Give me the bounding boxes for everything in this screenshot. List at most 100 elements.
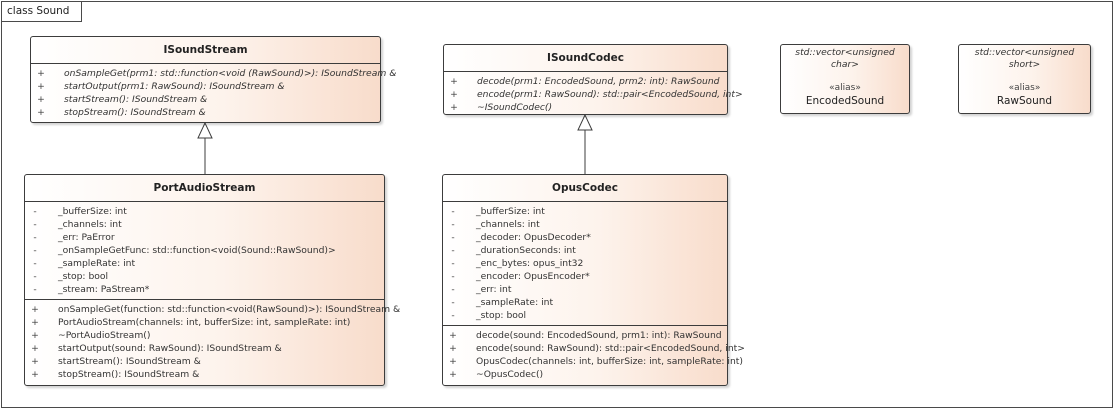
visibility-marker: - <box>451 232 455 243</box>
visibility-marker: + <box>31 317 39 328</box>
member-row: +decode(prm1: EncodedSound, prm2: int): … <box>444 75 727 88</box>
class-rawsound[interactable]: std::vector<unsigned short> «alias» RawS… <box>958 44 1091 114</box>
member-row: - _enc_bytes: opus_int32 <box>443 257 727 270</box>
member-signature: decode(sound: EncodedSound, prm1: int): … <box>476 330 722 341</box>
member-signature: startStream(): ISoundStream & <box>64 94 208 105</box>
attributes-section: -_bufferSize: int-_channels: int-_decode… <box>443 202 727 325</box>
member-row: +startStream(): ISoundStream & <box>25 355 384 368</box>
member-signature: _encoder: OpusEncoder* <box>476 271 590 282</box>
methods-section: + decode(sound: EncodedSound, prm1: int):… <box>443 325 745 384</box>
member-signature: PortAudioStream(channels: int, bufferSiz… <box>58 317 351 328</box>
member-row: +decode(sound: EncodedSound, prm1: int):… <box>443 329 727 342</box>
member-row: +~ISoundCodec() <box>444 101 727 114</box>
member-signature: _stop: bool <box>58 271 109 282</box>
visibility-marker: - <box>33 271 37 282</box>
member-signature: stopStream(): ISoundStream & <box>64 107 206 118</box>
visibility-marker: + <box>31 330 39 341</box>
visibility-marker: - <box>33 219 37 230</box>
member-signature: stopStream(): ISoundStream & <box>58 369 200 380</box>
member-row: + onSampleGet(prm1: std::function<void (R… <box>31 67 396 80</box>
alias-stereotype: «alias» <box>829 83 861 93</box>
member-signature: startOutput(prm1: RawSound): ISoundStrea… <box>64 81 285 92</box>
visibility-marker: + <box>450 89 458 100</box>
visibility-marker: + <box>450 76 458 87</box>
visibility-marker: + <box>449 369 457 380</box>
member-signature: OpusCodec(channels: int, bufferSize: int… <box>476 356 743 367</box>
visibility-marker: - <box>451 219 455 230</box>
generalization-arrowhead-portaudiostream <box>197 121 213 139</box>
member-signature: onSampleGet(function: std::function<void… <box>58 304 401 315</box>
member-signature: _stop: bool <box>476 310 527 321</box>
member-signature: ~OpusCodec() <box>476 369 544 380</box>
member-row: - _sampleRate: int <box>25 257 384 270</box>
member-signature: _sampleRate: int <box>58 258 136 269</box>
member-row: + ~PortAudioStream() <box>25 329 384 342</box>
visibility-marker: + <box>31 343 39 354</box>
member-row: +startOutput(sound: RawSound): ISoundStr… <box>25 342 384 355</box>
visibility-marker: + <box>449 343 457 354</box>
visibility-marker: - <box>451 245 455 256</box>
visibility-marker: - <box>451 258 455 269</box>
class-name: ISoundStream <box>31 37 380 64</box>
member-row: -_err: PaError <box>25 231 384 244</box>
member-signature: ~PortAudioStream() <box>58 330 151 341</box>
alias-stereotype: «alias» <box>1008 83 1041 93</box>
visibility-marker: - <box>451 271 455 282</box>
class-encodedsound[interactable]: std::vector<unsigned char> «alias» Encod… <box>780 44 910 114</box>
class-isoundcodec[interactable]: ISoundCodec +decode(prm1: EncodedSound, … <box>443 44 743 115</box>
member-row: - _durationSeconds: int <box>443 244 727 257</box>
member-signature: startStream(): ISoundStream & <box>58 356 201 367</box>
member-signature: _enc_bytes: opus_int32 <box>476 258 584 269</box>
visibility-marker: - <box>451 297 455 308</box>
member-signature: _stream: PaStream* <box>58 284 150 295</box>
member-row: - _encoder: OpusEncoder* <box>443 270 727 283</box>
member-row: + onSampleGet(function: std::function<voi… <box>25 303 400 316</box>
member-signature: _channels: int <box>58 219 122 230</box>
member-row: +OpusCodec(channels: int, bufferSize: in… <box>443 355 743 368</box>
alias-template: std::vector<unsigned char> <box>795 47 895 70</box>
member-row: + stopStream(): ISoundStream & <box>25 368 384 381</box>
visibility-marker: - <box>451 284 455 295</box>
visibility-marker: + <box>37 68 45 79</box>
member-signature: encode(sound: RawSound): std::pair<Encod… <box>476 343 745 354</box>
member-row: -_channels: int <box>443 218 727 231</box>
member-signature: _sampleRate: int <box>476 297 554 308</box>
member-row: -_decoder: OpusDecoder* <box>443 231 727 244</box>
class-name: OpusCodec <box>443 175 727 202</box>
member-row: +stopStream(): ISoundStream & <box>31 106 380 119</box>
member-row: + startOutput(prm1: RawSound): ISoundStre… <box>31 80 380 93</box>
visibility-marker: - <box>33 258 37 269</box>
class-name: ISoundCodec <box>444 45 727 72</box>
visibility-marker: - <box>33 284 37 295</box>
class-name: EncodedSound <box>805 95 885 107</box>
class-portaudiostream[interactable]: PortAudioStream -_bufferSize: int-_chann… <box>24 174 400 386</box>
member-signature: _err: int <box>476 284 512 295</box>
attributes-section: -_bufferSize: int-_channels: int-_err: P… <box>25 202 384 299</box>
member-row: - _stop: bool <box>443 309 727 322</box>
visibility-marker: + <box>31 369 39 380</box>
member-signature: _durationSeconds: int <box>476 245 576 256</box>
member-signature: _onSampleGetFunc: std::function<void(Sou… <box>58 245 336 256</box>
visibility-marker: + <box>37 94 45 105</box>
methods-section: + onSampleGet(function: std::function<voi… <box>25 299 400 384</box>
visibility-marker: + <box>37 81 45 92</box>
visibility-marker: + <box>31 304 39 315</box>
member-signature: ~ISoundCodec() <box>477 102 553 113</box>
member-row: -_bufferSize: int <box>443 205 727 218</box>
member-row: - _sampleRate: int <box>443 296 727 309</box>
member-row: + encode(prm1: RawSound): std::pair<Encod… <box>444 88 743 101</box>
visibility-marker: - <box>33 232 37 243</box>
visibility-marker: - <box>451 310 455 321</box>
visibility-marker: - <box>451 206 455 217</box>
class-isoundstream[interactable]: ISoundStream + onSampleGet(prm1: std::fun… <box>30 36 396 123</box>
class-opuscodec[interactable]: OpusCodec -_bufferSize: int-_channels: i… <box>442 174 745 386</box>
member-signature: onSampleGet(prm1: std::function<void (Ra… <box>64 68 397 79</box>
member-signature: encode(prm1: RawSound): std::pair<Encode… <box>477 89 743 100</box>
member-row: - _stop: bool <box>25 270 384 283</box>
visibility-marker: - <box>33 206 37 217</box>
alias-template: std::vector<unsigned short> <box>974 47 1075 70</box>
generalization-arrowhead-opuscodec <box>577 113 593 131</box>
member-row: + ~OpusCodec() <box>443 368 727 381</box>
